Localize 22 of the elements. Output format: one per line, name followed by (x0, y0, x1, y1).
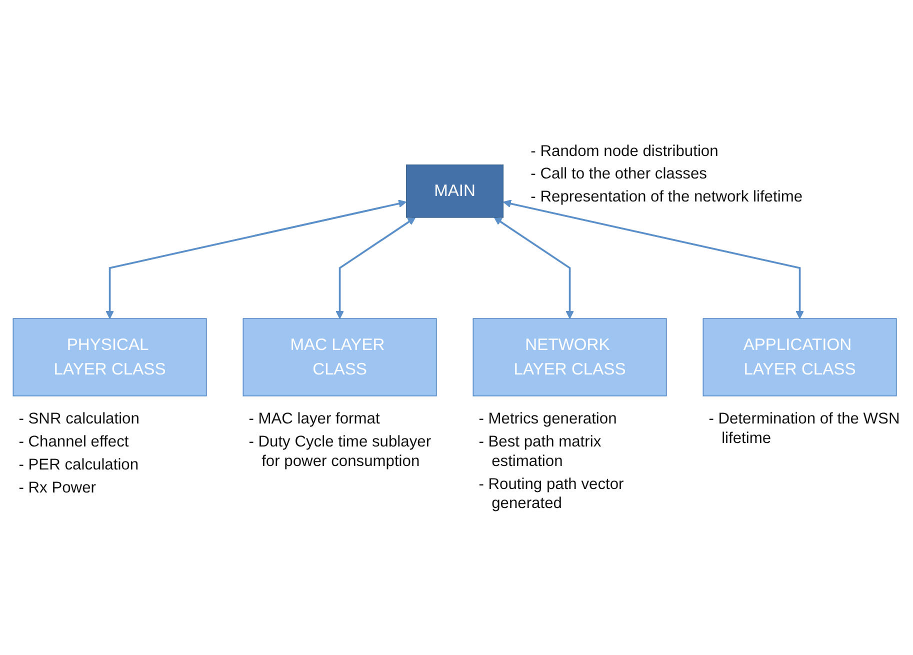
arrow (106, 200, 406, 319)
bullet-item: - Random node distribution (530, 142, 718, 160)
node-box (242, 318, 437, 396)
bullet-item: - Duty Cycle time sublayer for power consumption (248, 433, 432, 470)
arrow (494, 217, 574, 319)
bullet-item: - Call to the other classes (530, 166, 707, 183)
bullet-item: - Best path matrix estimation (478, 433, 602, 470)
bullet-item: - Routing path vector generated (478, 476, 624, 512)
node-box (406, 164, 504, 218)
bullet-item: - MAC layer format (248, 410, 380, 428)
arrow (336, 217, 416, 319)
bullet-item: - SNR calculation (18, 410, 140, 428)
bullet-item: - Metrics generation (478, 410, 617, 428)
bullet-item: - Representation of the network lifetime (530, 188, 803, 206)
node-box (702, 318, 897, 396)
node-box (472, 318, 667, 396)
bullet-item: - Rx Power (18, 479, 96, 496)
bullet-item: - Determination of the WSN lifetime (708, 410, 900, 447)
bullet-item: - Channel effect (18, 433, 129, 450)
bullet-item: - PER calculation (18, 456, 139, 474)
node-box (12, 318, 207, 396)
arrow (503, 200, 804, 319)
